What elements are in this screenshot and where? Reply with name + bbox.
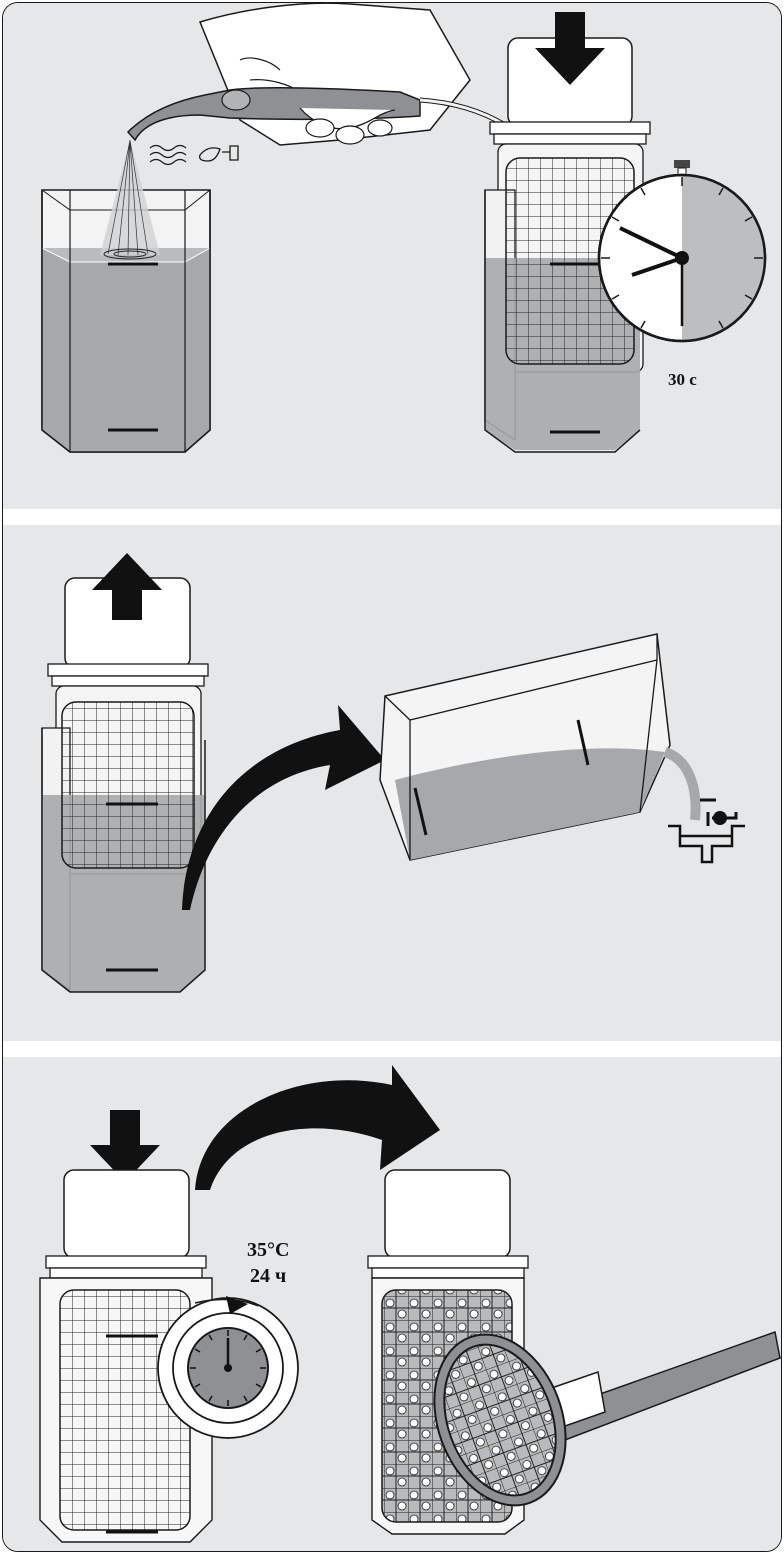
drop-icon [200,146,238,161]
container-lifting-bag [42,578,208,992]
curved-arrow-icon [182,705,385,910]
incubation-temperature: 35°C [247,1239,289,1262]
incubation-clock-icon [158,1296,298,1438]
timer-label: 30 с [668,370,697,390]
incubation-duration: 24 ч [250,1265,286,1288]
water-waves-icon [150,146,186,165]
spray-gun-icon [128,3,505,145]
emptied-container [380,634,696,860]
tap-sink-icon [668,800,745,862]
